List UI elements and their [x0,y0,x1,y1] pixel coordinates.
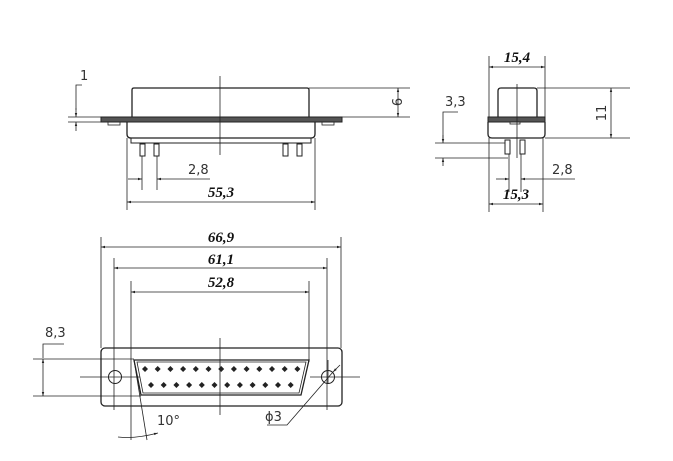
dim-pitch-2-8: 2,8 [188,163,209,178]
top-elevation-view: 6 1 2,8 55,3 [68,69,410,210]
dim-side-width-15-3: 15,3 [503,187,530,203]
pin-contact [167,366,174,372]
pin-contact [281,366,288,372]
side-view: 15,4 11 3,3 2,8 15,3 [435,50,630,212]
pin-contact [224,382,231,388]
dim-height-8-3: 8,3 [45,326,66,341]
dim-pin-length-3-3: 3,3 [445,95,466,110]
pin-contact [211,382,218,388]
dim-shell-52-8: 52,8 [208,275,235,291]
pin-contact [294,366,301,372]
dim-side-height-11: 11 [595,105,610,122]
pin-contact [230,366,237,372]
dim-hole-diameter-3: ϕ3 [265,410,282,425]
pin-contact [142,366,148,372]
front-view: 66,9 61,1 52,8 8,3 10° ϕ3 [33,230,360,441]
pin-contact [243,366,250,372]
pin-contact [198,382,205,388]
dim-side-pitch-2-8: 2,8 [552,163,573,178]
pin-contact [275,382,281,388]
pin-contact [249,382,256,388]
pin-grid [142,366,301,388]
pin-contact [186,382,193,388]
pin-contact [287,382,294,388]
dim-flange-1: 1 [80,69,88,84]
pins [139,143,303,157]
pin-contact [205,366,212,372]
dim-side-width-15-4: 15,4 [504,50,531,66]
pin-contact [269,366,275,372]
pin-contact [236,382,243,388]
dim-holes-61-1: 61,1 [208,252,234,268]
pin-contact [256,366,263,372]
pin-contact [154,366,161,372]
pin-contact [160,382,167,388]
pin-contact [180,366,187,372]
pin-contact [192,366,199,372]
pin-contact [148,382,154,388]
dim-angle-10: 10° [157,414,180,429]
pin-contact [218,366,225,372]
pin-contact [262,382,269,388]
dim-overall-66-9: 66,9 [208,230,235,246]
pin-contact [173,382,180,388]
dim-width-55-3: 55,3 [208,185,235,201]
dim-height-6: 6 [391,98,406,106]
